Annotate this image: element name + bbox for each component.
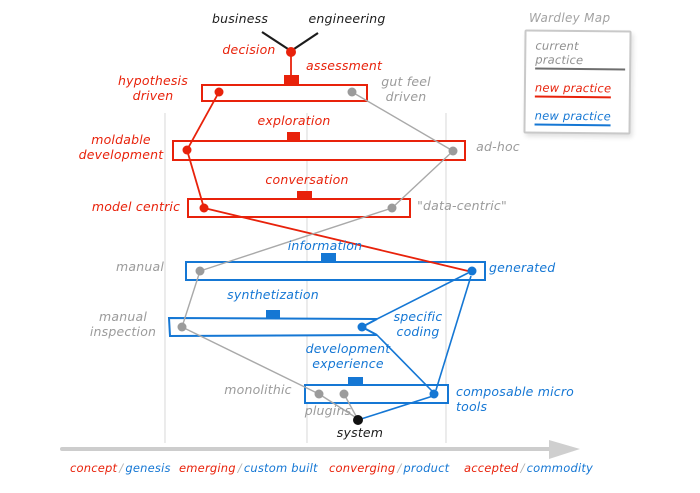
- stage-label-genesis: concept/genesis: [70, 461, 171, 475]
- node-data-centric: [387, 203, 397, 213]
- node-plugins: [339, 389, 349, 399]
- label-data-centric: "data-centric": [417, 198, 507, 213]
- link-gutfeel-adhoc: [351, 91, 454, 152]
- label-assessment: assessment: [306, 58, 383, 73]
- box-development-experience: [304, 384, 449, 404]
- stage-emerging: emerging: [179, 461, 236, 475]
- legend-title: Wardley Map: [529, 11, 611, 25]
- link-manualinspection-monolithic: [181, 326, 320, 395]
- label-moldable-development: moldable development: [78, 132, 164, 162]
- label-ad-hoc: ad-hoc: [476, 139, 520, 154]
- legend-item-current-practice: current practice: [535, 38, 626, 71]
- label-manual: manual: [115, 259, 164, 274]
- link-moldable-modelcentric: [186, 149, 205, 209]
- node-monolithic: [314, 389, 324, 399]
- label-synthetization: synthetization: [227, 287, 319, 302]
- label-development-experience: development experience: [305, 341, 391, 371]
- link-synthetization-generated: [376, 272, 469, 320]
- node-system: [353, 415, 363, 425]
- stage-custom-built: custom built: [243, 461, 318, 475]
- link-adhoc-datacentric: [391, 150, 454, 209]
- evolution-axis-arrowhead: [549, 440, 580, 459]
- node-manual: [195, 266, 205, 276]
- node-hypothesis-driven: [214, 87, 224, 97]
- label-business: business: [211, 11, 269, 26]
- label-conversation: conversation: [265, 172, 349, 187]
- link-engineering-decision: [293, 32, 319, 50]
- marker-information: [321, 253, 336, 262]
- link-modelcentric-generated: [203, 207, 469, 272]
- legend-item-new-practice-blue: new practice: [534, 108, 612, 127]
- box-conversation: [187, 198, 411, 218]
- box-exploration: [172, 140, 466, 161]
- marker-conversation: [297, 191, 312, 200]
- stage-concept: concept: [70, 461, 118, 475]
- label-plugins: plugins: [304, 403, 352, 418]
- label-engineering: engineering: [308, 11, 386, 26]
- label-specific-coding: specific coding: [393, 309, 443, 339]
- label-system: system: [336, 425, 384, 440]
- stage-separator: /: [237, 461, 242, 475]
- label-model-centric: model centric: [91, 199, 181, 214]
- legend-item-new-practice-red: new practice: [534, 80, 612, 99]
- stage-separator: /: [397, 461, 402, 475]
- box-synthetization: [167, 316, 378, 338]
- stage-converging: converging: [329, 461, 396, 475]
- link-hypothesis-moldable: [186, 91, 220, 151]
- link-synthetization-composable: [376, 334, 433, 392]
- stage-product: product: [403, 461, 450, 475]
- link-composable-system: [360, 395, 434, 420]
- node-generated: [467, 266, 477, 276]
- link-manual-manualinspection: [181, 270, 201, 328]
- node-manual-inspection: [177, 322, 187, 332]
- stage-accepted: accepted: [464, 461, 519, 475]
- node-gut-feel-driven: [347, 87, 357, 97]
- node-model-centric: [199, 203, 209, 213]
- node-composable-micro-tools: [429, 389, 439, 399]
- node-specific-coding: [357, 322, 367, 332]
- node-decision: [286, 47, 296, 57]
- marker-exploration: [287, 132, 300, 141]
- label-hypothesis-driven: hypothesis driven: [118, 73, 188, 103]
- marker-assessment: [284, 75, 299, 85]
- link-datacentric-manual: [199, 207, 393, 272]
- label-exploration: exploration: [257, 113, 331, 128]
- link-business-decision: [261, 31, 289, 50]
- stage-separator: /: [520, 461, 525, 475]
- box-hypothesis-driven: [201, 84, 368, 102]
- marker-synthetization: [266, 310, 280, 318]
- label-manual-inspection: manual inspection: [89, 309, 157, 339]
- marker-development-experience: [348, 377, 363, 385]
- node-ad-hoc: [448, 146, 458, 156]
- link-generated-composable: [435, 275, 472, 391]
- label-monolithic: monolithic: [224, 382, 292, 397]
- stage-label-product: converging/product: [329, 461, 449, 475]
- label-gut-feel-driven: gut feel driven: [381, 74, 431, 104]
- node-moldable-development: [182, 145, 192, 155]
- stage-label-commodity: accepted/commodity: [464, 461, 593, 475]
- stage-genesis: genesis: [125, 461, 171, 475]
- stage-commodity: commodity: [526, 461, 594, 475]
- label-decision: decision: [222, 42, 276, 57]
- link-monolithic-system: [318, 393, 356, 418]
- label-generated: generated: [489, 260, 556, 275]
- stage-label-custom-built: emerging/custom built: [179, 461, 318, 475]
- label-information: information: [287, 238, 363, 253]
- legend-box: current practice new practice new practi…: [523, 29, 632, 135]
- label-composable-micro-tools: composable micro tools: [456, 384, 575, 414]
- stage-separator: /: [119, 461, 124, 475]
